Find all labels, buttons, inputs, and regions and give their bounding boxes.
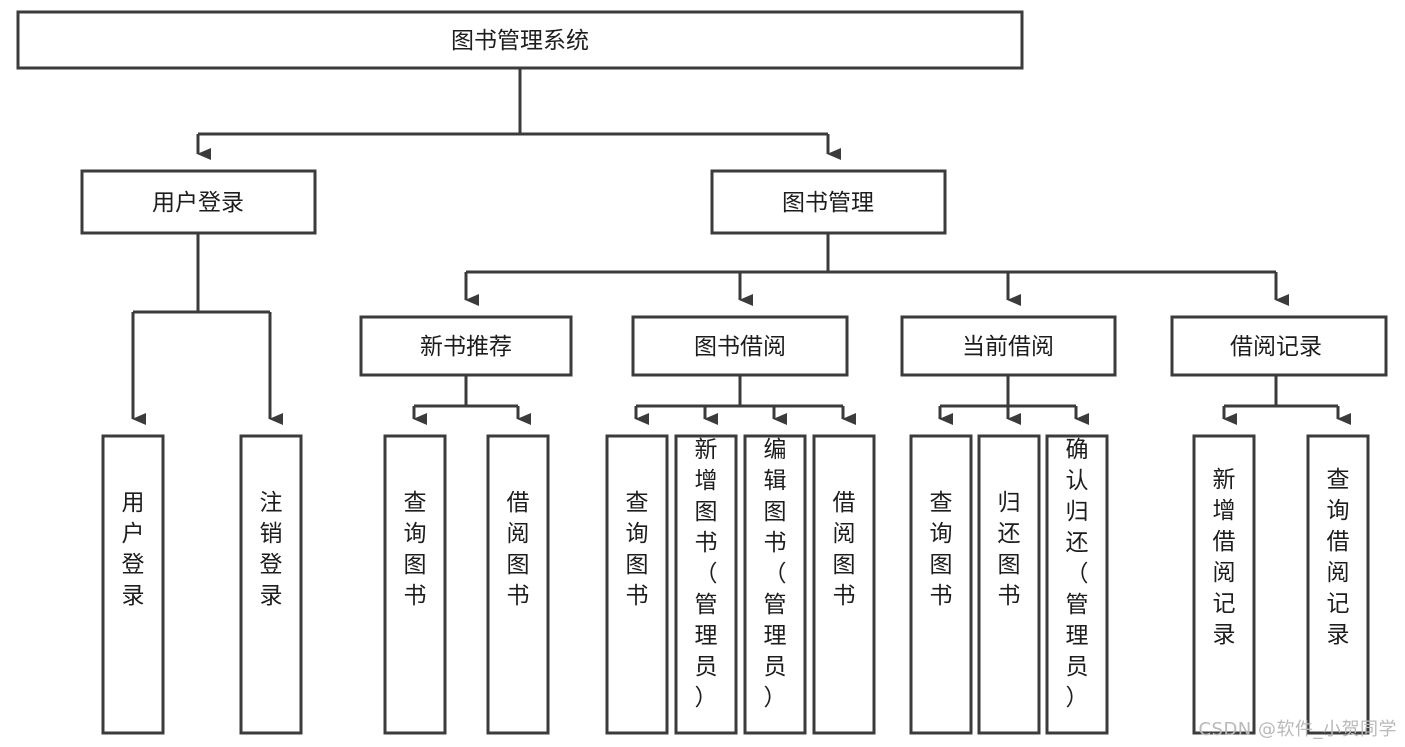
node-book-manage-box[interactable] bbox=[710, 169, 947, 235]
node-leaf-return-book-box[interactable] bbox=[977, 434, 1041, 735]
node-user-login-label: 用户登录 bbox=[152, 190, 244, 216]
node-leaf-user-login-label: 用户登录 bbox=[122, 490, 145, 609]
node-leaf-query-borrow-record-label: 查询借阅记录 bbox=[1327, 467, 1350, 648]
node-leaf-confirm-return[interactable]: 确认归还（管理员） bbox=[1045, 434, 1109, 735]
node-leaf-user-login[interactable]: 用户登录 bbox=[101, 434, 165, 735]
node-user-login-box[interactable] bbox=[80, 169, 317, 235]
node-root-label: 图书管理系统 bbox=[451, 28, 589, 54]
node-current-borrow[interactable]: 当前借阅 bbox=[900, 315, 1117, 377]
node-new-book-rec-box[interactable] bbox=[359, 315, 573, 377]
node-leaf-add-borrow-record[interactable]: 新增借阅记录 bbox=[1192, 434, 1256, 735]
node-leaf-add-borrow-record-box[interactable] bbox=[1192, 434, 1256, 735]
node-leaf-query-book-3[interactable]: 查询图书 bbox=[909, 434, 973, 735]
node-leaf-query-book-2-box[interactable] bbox=[605, 434, 669, 735]
node-book-manage-label: 图书管理 bbox=[782, 190, 874, 216]
node-leaf-confirm-return-box[interactable] bbox=[1045, 434, 1109, 735]
node-leaf-user-login-box[interactable] bbox=[101, 434, 165, 735]
node-leaf-add-book-label: 新增图书（管理员） bbox=[695, 437, 718, 711]
node-leaf-add-book[interactable]: 新增图书（管理员） bbox=[674, 434, 738, 735]
node-book-borrow-box[interactable] bbox=[631, 315, 849, 377]
node-leaf-return-book-label: 归还图书 bbox=[998, 490, 1021, 609]
node-leaf-logout-label: 注销登录 bbox=[260, 490, 283, 609]
node-leaf-query-book-3-label: 查询图书 bbox=[930, 490, 953, 609]
node-borrow-record[interactable]: 借阅记录 bbox=[1170, 315, 1388, 377]
node-leaf-borrow-book-1-box[interactable] bbox=[486, 434, 550, 735]
node-leaf-query-book-1-box[interactable] bbox=[383, 434, 447, 735]
node-leaf-logout[interactable]: 注销登录 bbox=[239, 434, 303, 735]
node-user-login[interactable]: 用户登录 bbox=[80, 169, 317, 235]
node-leaf-edit-book[interactable]: 编辑图书（管理员） bbox=[743, 434, 807, 735]
node-root-box[interactable] bbox=[16, 10, 1024, 70]
node-leaf-borrow-book-2[interactable]: 借阅图书 bbox=[812, 434, 876, 735]
node-leaf-query-book-2-label: 查询图书 bbox=[626, 490, 649, 609]
node-book-manage[interactable]: 图书管理 bbox=[710, 169, 947, 235]
node-leaf-query-book-1-label: 查询图书 bbox=[404, 490, 427, 609]
node-leaf-query-book-1[interactable]: 查询图书 bbox=[383, 434, 447, 735]
node-new-book-rec[interactable]: 新书推荐 bbox=[359, 315, 573, 377]
node-leaf-add-book-box[interactable] bbox=[674, 434, 738, 735]
node-leaf-query-borrow-record[interactable]: 查询借阅记录 bbox=[1306, 434, 1370, 735]
node-leaf-confirm-return-label: 确认归还（管理员） bbox=[1066, 437, 1089, 711]
node-leaf-query-borrow-record-box[interactable] bbox=[1306, 434, 1370, 735]
node-leaf-borrow-book-2-box[interactable] bbox=[812, 434, 876, 735]
node-leaf-logout-box[interactable] bbox=[239, 434, 303, 735]
node-root[interactable]: 图书管理系统 bbox=[16, 10, 1024, 70]
node-book-borrow[interactable]: 图书借阅 bbox=[631, 315, 849, 377]
node-leaf-query-book-3-box[interactable] bbox=[909, 434, 973, 735]
node-leaf-edit-book-box[interactable] bbox=[743, 434, 807, 735]
csdn-watermark: CSDN @软件_小贺同学 bbox=[1198, 719, 1397, 740]
node-leaf-edit-book-label: 编辑图书（管理员） bbox=[764, 437, 787, 711]
node-leaf-add-borrow-record-label: 新增借阅记录 bbox=[1213, 467, 1236, 648]
node-borrow-record-label: 借阅记录 bbox=[1230, 334, 1322, 360]
node-current-borrow-box[interactable] bbox=[900, 315, 1117, 377]
node-leaf-borrow-book-1-label: 借阅图书 bbox=[507, 490, 530, 609]
node-borrow-record-box[interactable] bbox=[1170, 315, 1388, 377]
node-leaf-return-book[interactable]: 归还图书 bbox=[977, 434, 1041, 735]
node-leaf-borrow-book-2-label: 借阅图书 bbox=[833, 490, 856, 609]
node-book-borrow-label: 图书借阅 bbox=[694, 334, 786, 360]
node-leaf-query-book-2[interactable]: 查询图书 bbox=[605, 434, 669, 735]
node-new-book-rec-label: 新书推荐 bbox=[420, 334, 512, 360]
connectors-group bbox=[131, 68, 1351, 425]
node-leaf-borrow-book-1[interactable]: 借阅图书 bbox=[486, 434, 550, 735]
node-current-borrow-label: 当前借阅 bbox=[962, 334, 1054, 360]
